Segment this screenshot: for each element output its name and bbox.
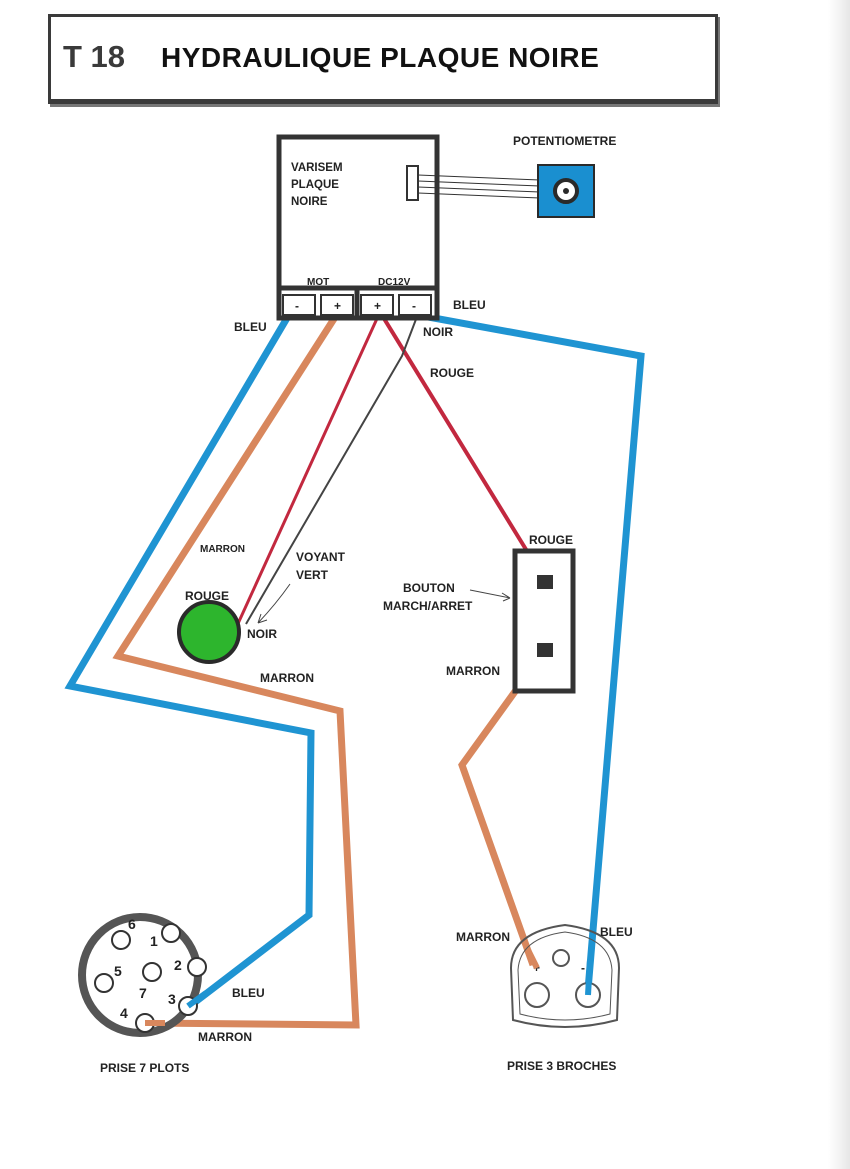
terminal-dc-plus (360, 294, 394, 316)
wire-bleu-right (411, 310, 645, 991)
wire-rouge-indicator (234, 311, 382, 629)
prise7-marron-label: MARRON (198, 1030, 252, 1044)
pin-label-1: 1 (150, 933, 158, 949)
controller-name-line2: PLAQUE (291, 179, 339, 191)
pin-label-2: 2 (174, 957, 182, 973)
terminal-label-mot-minus: - (295, 299, 299, 313)
controller-name-line1: VARISEM (291, 162, 343, 174)
pin-label-4: 4 (120, 1005, 128, 1021)
potentiometer (537, 164, 595, 218)
switch-bouton-line2: MARCH/ARRET (383, 599, 473, 613)
potentiometer-wires (417, 174, 541, 199)
switch-terminal-rouge (537, 575, 553, 589)
indicator-rouge-label: ROUGE (185, 589, 229, 603)
wire-marron-switch (458, 647, 548, 967)
wire-label-marron-upper: MARRON (200, 544, 245, 555)
terminal-label-dc-plus: + (374, 299, 381, 313)
switch-arrow-icon (469, 589, 511, 602)
dc12v-label: DC12V (378, 277, 411, 288)
terminal-label-mot-plus: + (334, 299, 341, 313)
switch-rouge-label: ROUGE (529, 533, 573, 547)
prise3-minus-label: - (581, 961, 585, 975)
pin-2 (187, 957, 207, 977)
page-edge (828, 0, 850, 1169)
wire-bleu-left-end (186, 990, 208, 1009)
switch-box (512, 548, 576, 694)
title-box: T 18 HYDRAULIQUE PLAQUE NOIRE (48, 14, 718, 104)
pin-5 (94, 973, 114, 993)
voyant-arrow-icon (257, 583, 291, 624)
wire-marron-main (112, 309, 360, 1029)
voyant-label-line1: VOYANT (296, 550, 346, 564)
controller-name-line3: NOIRE (291, 196, 328, 208)
wire-label-marron-mid: MARRON (260, 671, 314, 685)
pin-1 (161, 923, 181, 943)
prise-7-plots: 1 2 3 4 5 6 7 (78, 913, 207, 1037)
prise3-label: PRISE 3 BROCHES (507, 1059, 616, 1073)
broche-left (524, 982, 550, 1008)
switch-marron-label: MARRON (446, 664, 500, 678)
wire-label-rouge: ROUGE (430, 366, 474, 380)
wire-bleu-left (64, 311, 315, 1009)
terminal-dc-minus (398, 294, 432, 316)
pin-label-7: 7 (139, 985, 147, 1001)
wire-bleu-right-end (585, 959, 593, 996)
controller-box: VARISEM PLAQUE NOIRE MOT DC12V - + + - (276, 134, 440, 321)
pin-7 (142, 962, 162, 982)
pin-label-3: 3 (168, 991, 176, 1007)
prise7-bleu-label: BLEU (232, 986, 265, 1000)
terminal-label-dc-minus: - (412, 299, 416, 313)
voyant-label-line2: VERT (296, 568, 329, 582)
wire-marron-switch-end (525, 948, 540, 970)
pot-connector (406, 165, 419, 201)
prise-3-broches (509, 923, 621, 1028)
wire-rouge-switch (378, 310, 548, 584)
page-title: HYDRAULIQUE PLAQUE NOIRE (161, 42, 600, 73)
wire-label-noir: NOIR (423, 325, 453, 339)
switch-bouton-line1: BOUTON (403, 581, 455, 595)
terminal-mot-minus (282, 294, 316, 316)
pin-label-5: 5 (114, 963, 122, 979)
terminal-mot-plus (320, 294, 354, 316)
broche-top (552, 949, 570, 967)
prise3-bleu-label: BLEU (600, 925, 633, 939)
switch-terminal-marron (537, 643, 553, 657)
prise3-marron-label: MARRON (456, 930, 510, 944)
pin-label-6: 6 (128, 916, 136, 932)
title-code: T 18 (63, 39, 126, 74)
indicator-noir-label: NOIR (247, 627, 277, 641)
potentiometer-label: POTENTIOMETRE (513, 134, 616, 148)
wire-label-bleu-right: BLEU (453, 298, 486, 312)
prise7-label: PRISE 7 PLOTS (100, 1061, 189, 1075)
mot-label: MOT (307, 277, 329, 288)
wire-label-bleu-left: BLEU (234, 320, 267, 334)
indicator-light (177, 600, 241, 664)
pin-6 (111, 930, 131, 950)
wire-noir-indicator (245, 313, 419, 625)
